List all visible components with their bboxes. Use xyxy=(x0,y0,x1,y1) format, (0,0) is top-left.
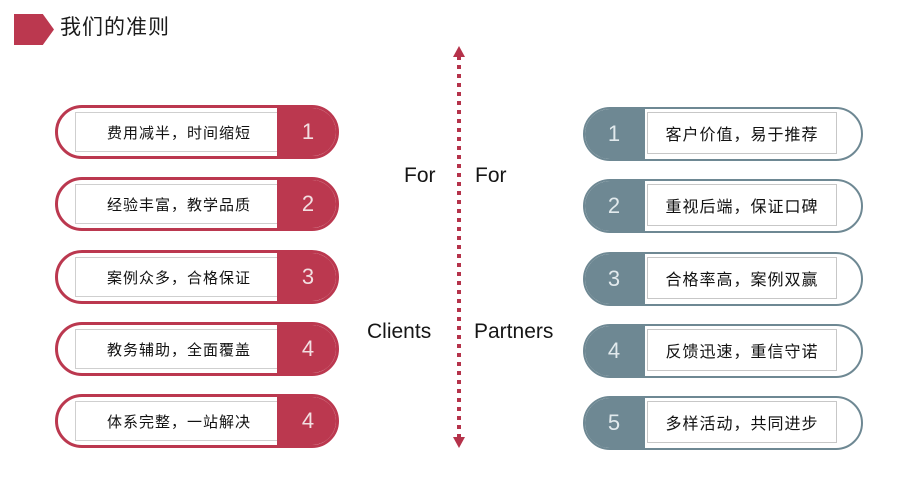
list-item-text-panel: 多样活动，共同进步 xyxy=(647,401,837,443)
list-item-number-badge: 1 xyxy=(277,108,336,156)
caption-clients: Clients xyxy=(367,320,432,343)
list-item-number-badge: 2 xyxy=(277,180,336,228)
caption-for-partners: For xyxy=(475,164,507,187)
list-item-label: 教务辅助，全面覆盖 xyxy=(106,340,251,359)
list-item[interactable]: 教务辅助，全面覆盖 4 xyxy=(55,322,339,376)
list-item-number-badge: 4 xyxy=(277,325,336,373)
list-item[interactable]: 5 多样活动，共同进步 xyxy=(583,396,863,450)
list-item-number: 1 xyxy=(301,119,315,144)
list-item-number: 4 xyxy=(301,336,315,361)
list-item-number-badge: 2 xyxy=(585,181,645,231)
list-item-label: 经验丰富，教学品质 xyxy=(106,195,251,214)
list-item-number: 3 xyxy=(607,266,621,291)
pentagon-arrow-icon xyxy=(14,14,54,45)
list-item-text-panel: 客户价值，易于推荐 xyxy=(647,112,837,154)
list-item-number-badge: 5 xyxy=(585,398,645,448)
list-item-text-panel: 合格率高，案例双赢 xyxy=(647,257,837,299)
list-item-label: 费用减半，时间缩短 xyxy=(106,123,251,142)
arrow-up-icon xyxy=(453,46,465,57)
list-item-label: 反馈迅速，重信守诺 xyxy=(665,342,819,361)
list-item-text-panel: 经验丰富，教学品质 xyxy=(75,184,283,224)
list-item-number: 5 xyxy=(607,410,621,435)
center-divider xyxy=(451,46,467,448)
list-item[interactable]: 案例众多，合格保证 3 xyxy=(55,250,339,304)
list-item-text-panel: 教务辅助，全面覆盖 xyxy=(75,329,283,369)
slide-header: 我们的准则 xyxy=(0,0,900,58)
list-item[interactable]: 1 客户价值，易于推荐 xyxy=(583,107,863,161)
list-item-label: 案例众多，合格保证 xyxy=(106,268,251,287)
list-item-number-badge: 4 xyxy=(585,326,645,376)
list-item-text-panel: 案例众多，合格保证 xyxy=(75,257,283,297)
list-item[interactable]: 体系完整，一站解决 4 xyxy=(55,394,339,448)
list-item-number: 3 xyxy=(301,264,315,289)
list-item-number-badge: 3 xyxy=(585,254,645,304)
list-item[interactable]: 2 重视后端，保证口碑 xyxy=(583,179,863,233)
list-item[interactable]: 3 合格率高，案例双赢 xyxy=(583,252,863,306)
list-item-label: 多样活动，共同进步 xyxy=(665,414,819,433)
list-item[interactable]: 经验丰富，教学品质 2 xyxy=(55,177,339,231)
list-item-text-panel: 体系完整，一站解决 xyxy=(75,401,283,441)
list-item-label: 合格率高，案例双赢 xyxy=(665,270,819,289)
list-item-label: 重视后端，保证口碑 xyxy=(665,197,819,216)
page-title: 我们的准则 xyxy=(60,15,170,39)
list-item-number: 2 xyxy=(301,191,315,216)
arrow-down-icon xyxy=(453,437,465,448)
dotted-line xyxy=(457,56,461,438)
list-item-text-panel: 费用减半，时间缩短 xyxy=(75,112,283,152)
caption-for-clients: For xyxy=(404,164,436,187)
list-item-text-panel: 重视后端，保证口碑 xyxy=(647,184,837,226)
list-item[interactable]: 费用减半，时间缩短 1 xyxy=(55,105,339,159)
list-item-number: 2 xyxy=(607,193,621,218)
list-item-number-badge: 1 xyxy=(585,109,645,159)
list-item-label: 客户价值，易于推荐 xyxy=(665,125,819,144)
list-item-text-panel: 反馈迅速，重信守诺 xyxy=(647,329,837,371)
list-item-number-badge: 3 xyxy=(277,253,336,301)
list-item-label: 体系完整，一站解决 xyxy=(106,412,251,431)
list-item-number: 4 xyxy=(301,408,315,433)
list-item-number: 4 xyxy=(607,338,621,363)
list-item-number: 1 xyxy=(607,121,621,146)
list-item-number-badge: 4 xyxy=(277,397,336,445)
caption-partners: Partners xyxy=(474,320,554,343)
list-item[interactable]: 4 反馈迅速，重信守诺 xyxy=(583,324,863,378)
